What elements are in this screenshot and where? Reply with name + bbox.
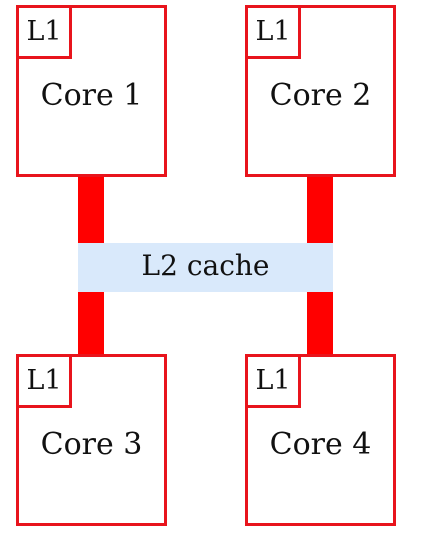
core-4-label: Core 4 [269,427,372,462]
core-1: L1 Core 1 [16,5,167,177]
core-3-l1-cache: L1 [16,354,72,408]
l2-cache-label: L2 cache [141,249,270,282]
bus-core-2-to-l2 [307,177,333,243]
bus-core-3-to-l2 [78,292,104,354]
bus-core-1-to-l2 [78,177,104,243]
core-1-label: Core 1 [40,78,143,113]
core-2-label: Core 2 [269,78,372,113]
bus-core-4-to-l2 [307,292,333,354]
l2-cache: L2 cache [78,243,333,292]
core-2-l1-cache: L1 [245,5,301,59]
core-4-l1-cache: L1 [245,354,301,408]
core-2: L1 Core 2 [245,5,396,177]
core-3-label: Core 3 [40,427,143,462]
core-4: L1 Core 4 [245,354,396,526]
core-1-l1-cache: L1 [16,5,72,59]
core-3: L1 Core 3 [16,354,167,526]
